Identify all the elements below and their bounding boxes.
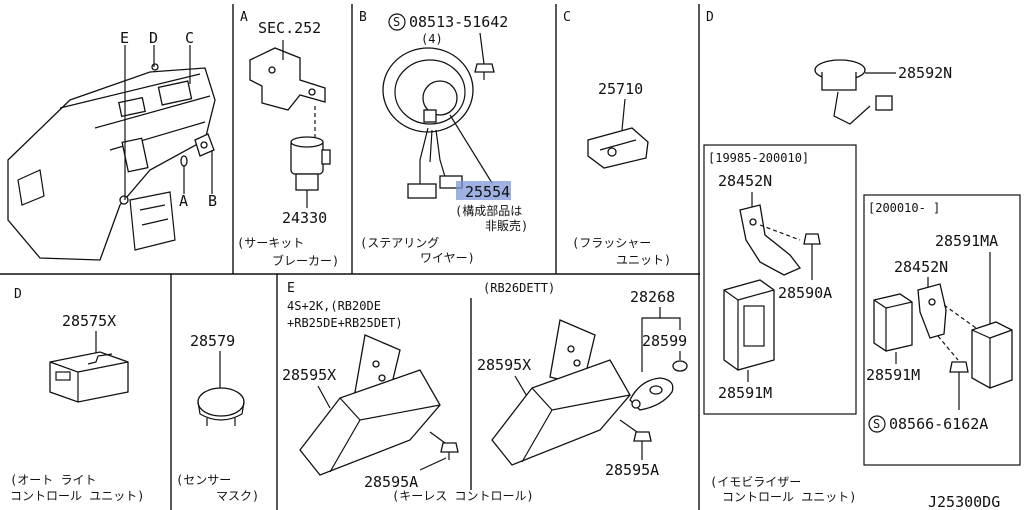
late-bracket-drawing xyxy=(917,283,947,339)
callout-letter-d: D xyxy=(149,29,158,47)
late-bolt-drawing xyxy=(949,361,969,410)
part-number-28595x-right: 28595X xyxy=(477,356,531,374)
part-number-28595x-left: 28595X xyxy=(282,366,336,384)
special-bolt-s: S xyxy=(393,15,400,29)
antenna-ring-drawing xyxy=(814,59,893,125)
panel-c-letter: C xyxy=(563,10,571,25)
panel-e-letter: E xyxy=(287,281,295,296)
panel-b-steering-wire: B S 08513-51642 (4) 25554 (構成部品は 非販売) (ス… xyxy=(359,10,528,265)
part-number-28592n: 28592N xyxy=(898,64,952,82)
circuit-breaker-drawing xyxy=(290,136,331,191)
part-number-28591m-late: 28591M xyxy=(866,366,920,384)
panel-sensor-caption-line2: マスク) xyxy=(216,489,259,503)
part-number-25710: 25710 xyxy=(598,80,643,98)
auto-light-unit-drawing xyxy=(49,351,129,403)
keyless-bolt-right-drawing xyxy=(633,431,652,449)
panel-dividers xyxy=(0,4,700,510)
keyless-unit-right-drawing xyxy=(491,319,631,466)
panel-c-caption-line2: ユニット) xyxy=(616,253,671,267)
spec-line-3: (RB26DETT) xyxy=(483,281,555,295)
diagram-code: J25300DG xyxy=(928,493,1000,510)
early-bracket-drawing xyxy=(739,204,802,276)
panel-d-immobilizer: D 28592N [19985-200010] 28452N 28590A xyxy=(703,10,1021,504)
part-number-28599: 28599 xyxy=(642,332,687,350)
part-highlight xyxy=(456,181,511,200)
sub-box-early xyxy=(703,144,857,415)
keyless-unit-left-drawing xyxy=(299,334,441,476)
panel-auto-light-control: D 28575X (オート ライト コントロール ユニット) xyxy=(10,287,144,503)
part-number-28595a-left: 28595A xyxy=(364,473,418,491)
late-control-unit-drawing xyxy=(873,293,913,352)
panel-b-caption-line2: ワイヤー) xyxy=(420,251,475,265)
section-ref-label: SEC.252 xyxy=(258,19,321,37)
panel-c-flasher-unit: C 25710 (フラッシャー ユニット) xyxy=(563,10,671,267)
key-fob-drawing xyxy=(629,377,674,411)
callout-letter-c: C xyxy=(185,29,194,47)
panel-auto-light-caption-line2: コントロール ユニット) xyxy=(10,489,144,503)
panel-b-note-line1: (構成部品は xyxy=(455,203,522,218)
early-control-unit-drawing xyxy=(723,279,775,371)
panel-d-caption-line2: コントロール ユニット) xyxy=(722,490,856,504)
part-number-28591m-early: 28591M xyxy=(718,384,772,402)
part-number-24330: 24330 xyxy=(282,209,327,227)
panel-b-caption-line1: (ステアリング xyxy=(360,236,439,250)
part-number-25554: 25554 xyxy=(465,183,510,201)
sub-box-late xyxy=(863,194,1021,466)
panel-d-letter: D xyxy=(706,10,714,25)
panel-overview: E D C A B xyxy=(7,29,217,261)
spec-line-1: 4S+2K,(RB20DE xyxy=(287,299,381,313)
part-number-28590a: 28590A xyxy=(778,284,832,302)
bolt-number-08513-51642: 08513-51642 xyxy=(409,13,508,31)
panel-a-caption-line1: (サーキット xyxy=(237,236,304,250)
panel-sensor-mask: 28579 (センサー マスク) xyxy=(176,332,259,503)
panel-b-note-line2: 非販売) xyxy=(485,218,528,233)
callout-letter-b: B xyxy=(208,192,217,210)
bolt-number-08566-6162a: 08566-6162A xyxy=(889,415,988,433)
panel-a-caption-line2: ブレーカー) xyxy=(272,253,339,268)
panel-sensor-caption-line1: (センサー xyxy=(176,473,231,487)
panel-a-circuit-breaker: A SEC.252 24330 (サーキット ブレーカー) xyxy=(237,10,339,268)
range-late: [200010- ] xyxy=(868,201,940,215)
part-number-28452n-early: 28452N xyxy=(718,172,772,190)
panel-e-keyless-control: E 4S+2K,(RB20DE +RB25DE+RB25DET) (RB26DE… xyxy=(282,281,688,503)
bolt-quantity: (4) xyxy=(421,32,443,46)
panel-auto-light-caption-line1: (オート ライト xyxy=(10,473,96,487)
bracket-drawing xyxy=(249,40,326,111)
part-number-28591ma: 28591MA xyxy=(935,232,998,250)
bolt-drawing xyxy=(474,63,495,80)
part-number-28579: 28579 xyxy=(190,332,235,350)
panel-e-caption: (キーレス コントロール) xyxy=(392,489,534,503)
sensor-mask-drawing xyxy=(197,387,245,426)
special-bolt-symbol-late xyxy=(868,415,886,433)
spiral-cable-drawing xyxy=(382,47,474,199)
spec-line-2: +RB25DE+RB25DET) xyxy=(287,316,403,330)
panel-b-letter: B xyxy=(359,10,367,25)
late-antenna-unit-drawing xyxy=(971,321,1013,389)
early-bolt-drawing xyxy=(803,233,821,256)
keyless-bolt-left-drawing xyxy=(440,442,459,460)
part-number-28575x: 28575X xyxy=(62,312,116,330)
part-number-28595a-right: 28595A xyxy=(605,461,659,479)
special-bolt-s-late: S xyxy=(873,417,880,431)
flasher-drawing xyxy=(587,127,649,169)
panel-d-bottom-letter: D xyxy=(14,287,22,302)
part-number-28268: 28268 xyxy=(630,288,675,306)
panel-d-caption-line1: (イモビライザー xyxy=(710,475,801,489)
callout-letter-e: E xyxy=(120,29,129,47)
panel-c-caption-line1: (フラッシャー xyxy=(572,236,651,250)
range-early: [19985-200010] xyxy=(708,151,809,165)
dashboard-drawing xyxy=(7,63,216,261)
battery-drawing xyxy=(672,360,688,372)
panel-a-letter: A xyxy=(240,10,248,25)
callout-letter-a: A xyxy=(179,192,188,210)
part-number-28452n-late: 28452N xyxy=(894,258,948,276)
special-bolt-symbol xyxy=(388,13,406,31)
